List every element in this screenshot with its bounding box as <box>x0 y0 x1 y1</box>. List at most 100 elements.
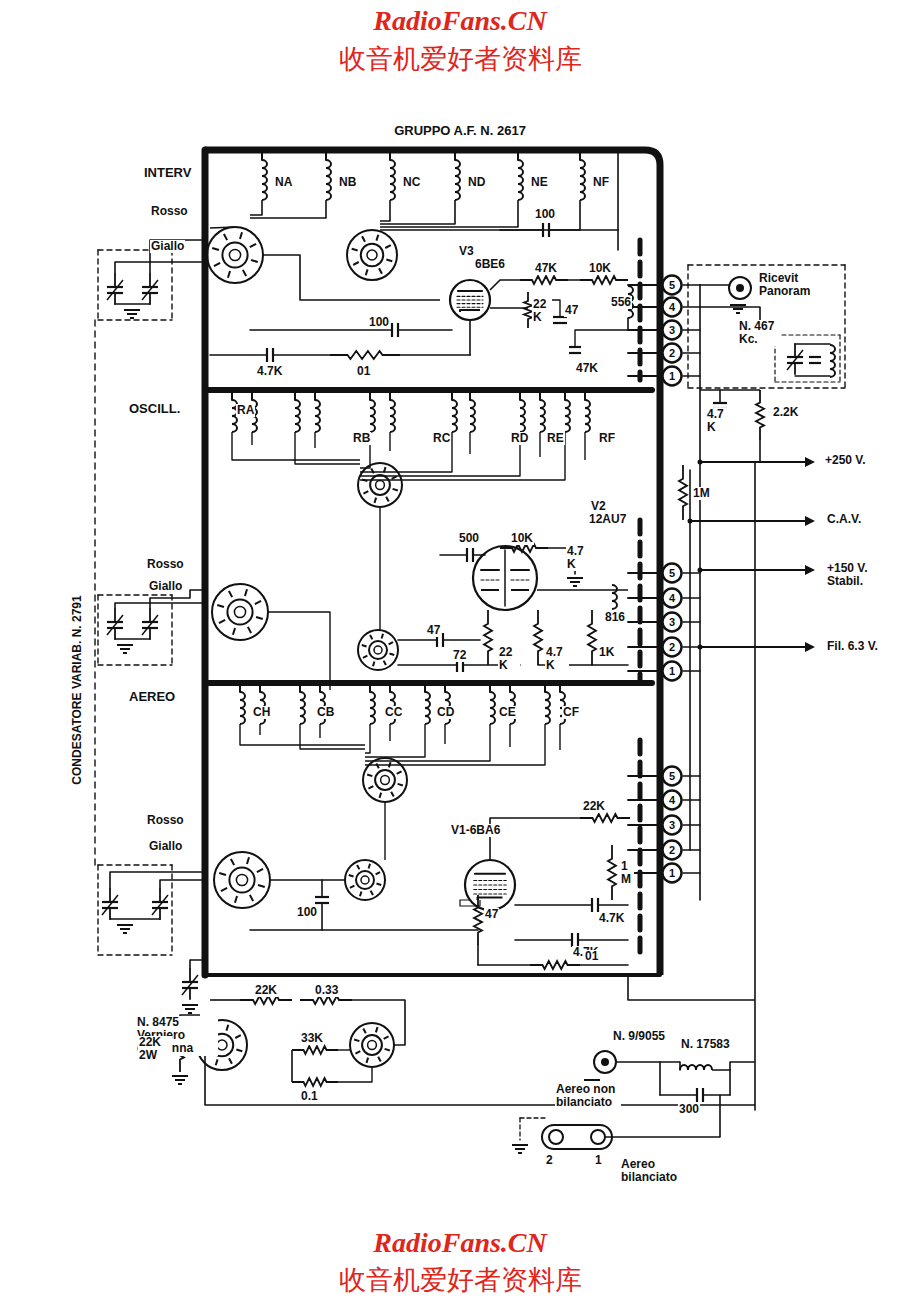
wire <box>683 375 700 377</box>
wire <box>683 646 700 648</box>
part-label: NC <box>402 176 421 189</box>
part-label: RC <box>432 432 451 445</box>
ground-symbol <box>573 585 577 587</box>
part-label: 10K <box>510 532 534 545</box>
resistor-symbol <box>608 845 616 900</box>
wire <box>844 265 845 388</box>
wire <box>365 724 370 753</box>
wire <box>365 724 425 757</box>
part-label: 1M <box>692 487 711 500</box>
switch-contact <box>371 891 373 895</box>
resistor-symbol <box>484 610 492 665</box>
switch-contact <box>235 896 237 903</box>
wire <box>795 343 830 344</box>
coil-symbol <box>425 692 430 724</box>
switch-contact <box>231 859 234 865</box>
arrowhead <box>805 516 815 526</box>
part-label: 22K <box>582 800 606 813</box>
part-label: 6BE6 <box>474 258 506 271</box>
wire <box>270 879 345 880</box>
wire <box>398 664 457 666</box>
switch-contact <box>221 888 227 891</box>
wire <box>700 461 807 463</box>
part-label: 0.33 <box>314 984 339 997</box>
wire <box>454 150 456 160</box>
part-label: V3 <box>458 245 475 258</box>
coil-symbol <box>390 160 395 200</box>
wire <box>250 200 262 215</box>
part-label: 22K 2W <box>138 1036 172 1062</box>
wire <box>109 889 111 902</box>
coil-symbol <box>370 400 375 432</box>
part-label: 33K <box>300 1032 324 1045</box>
wire <box>325 150 327 160</box>
capacitor-symbol <box>315 896 329 898</box>
ground-symbol <box>175 1079 185 1081</box>
wire <box>389 390 391 400</box>
wire <box>617 150 619 250</box>
terminal-circle: 3 <box>661 319 683 341</box>
switch-contact <box>374 498 376 503</box>
switch-contact <box>384 661 386 665</box>
wire <box>474 889 507 890</box>
wire <box>688 387 845 388</box>
wire <box>261 150 263 160</box>
wire <box>149 274 151 287</box>
part-label: 4.7 K <box>566 545 590 571</box>
switch-contact <box>379 793 381 798</box>
wire <box>295 432 360 464</box>
terminal-circle: 3 <box>661 611 683 633</box>
wire <box>511 589 529 591</box>
part-label: 2 <box>545 1154 554 1167</box>
wire <box>575 330 628 347</box>
part-label: 47K <box>575 362 599 375</box>
terminal-number: 3 <box>661 611 683 633</box>
wafer-switch <box>369 641 387 659</box>
wire <box>504 550 506 606</box>
coil-symbol <box>540 400 545 432</box>
wire <box>628 621 661 623</box>
resistor-symbol <box>500 544 548 552</box>
switch-contact <box>214 263 220 266</box>
resistor-symbol <box>330 351 400 359</box>
watermark: RadioFans.CN <box>372 1228 548 1259</box>
chassis-outline <box>205 150 660 975</box>
terminal-circle: 1 <box>661 862 683 884</box>
wire <box>299 683 301 692</box>
terminal-number: 4 <box>661 296 683 318</box>
terminal-number: 1 <box>661 365 683 387</box>
resistor-symbol <box>240 996 292 1004</box>
wire <box>559 683 561 692</box>
wafer-switch <box>222 242 247 267</box>
capacitor-symbol <box>553 322 567 324</box>
wire <box>683 799 700 801</box>
switch-contact <box>362 645 367 646</box>
switch-contact <box>366 269 368 275</box>
wafer-switch <box>229 249 240 260</box>
terminal-number: 1 <box>661 660 683 682</box>
wire <box>98 664 172 665</box>
wire <box>683 284 700 286</box>
switch-contact <box>352 249 358 251</box>
wire <box>389 724 390 741</box>
wire <box>598 904 628 906</box>
wire <box>460 310 480 312</box>
ground-symbol <box>123 652 127 654</box>
wire <box>457 299 483 300</box>
wire <box>687 265 688 388</box>
wafer-switch <box>370 475 390 495</box>
part-label: 556 <box>610 296 632 309</box>
wire <box>700 284 729 286</box>
wire <box>500 229 543 231</box>
part-label: N. 467 Kc. <box>738 320 780 346</box>
switch-contact <box>389 654 394 655</box>
wire <box>171 595 172 665</box>
wire <box>159 889 161 902</box>
wire <box>115 638 150 640</box>
wire <box>360 432 565 480</box>
wafer-switch <box>368 1041 377 1050</box>
switch-contact <box>398 784 403 786</box>
ground-symbol <box>178 1083 182 1085</box>
wire <box>489 683 491 692</box>
wire <box>150 240 205 274</box>
